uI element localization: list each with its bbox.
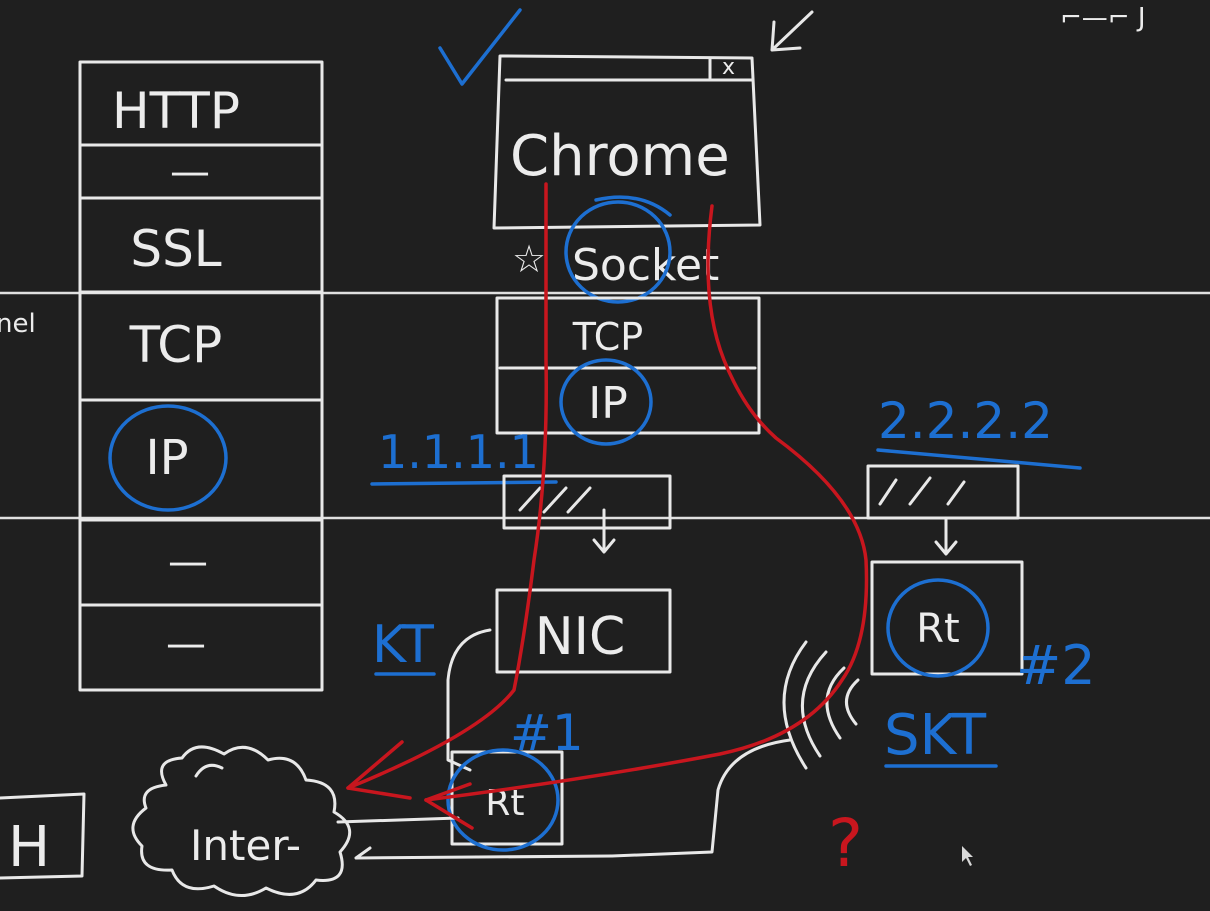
internet-link [336,816,614,860]
host2-router-circle [886,578,990,678]
host2-isp-label: SKT [884,703,987,768]
host2-router-label: Rt [916,606,959,652]
host1-nic-box [495,588,672,674]
stack-layer-http: HTTP [112,82,240,140]
internet-cloud: Inter- [131,745,614,897]
host1-router-circle [446,748,560,852]
chrome-title: Chrome [510,124,730,189]
host1-ip-slot [502,474,672,530]
stack-layer-blank-3: — [166,621,206,667]
arrow-pointer-icon [770,10,814,52]
red-path-chrome-to-internet [346,182,548,790]
browser-host: x Chrome ☆ Socket TCP IP [438,8,814,446]
host2-ip-slot [866,464,1020,520]
checkmark-icon [438,8,522,86]
bottom-left-fragment: H [8,815,50,880]
stack-layer-ssl: SSL [130,220,221,278]
packet-paths: ? [346,182,869,882]
host1-cable [446,628,492,772]
stack-layer-blank-2: — [168,539,208,585]
host2-down-arrow-icon [934,518,958,556]
left-edge-fragment: nel [0,309,36,339]
host1-isp-label: KT [372,615,434,675]
host2-router-number: #2 [1016,634,1096,697]
socket-circle [564,200,672,304]
chrome-close-icon: x [722,55,735,80]
question-mark: ? [828,805,863,882]
chrome-window [492,54,762,230]
host2-ip-address: 2.2.2.2 [878,392,1053,450]
host1-nic-label: NIC [535,607,626,667]
socket-label: Socket [572,240,719,291]
stack-layer-blank-1: — [170,149,210,195]
protocol-stack: HTTP — SSL TCP IP — — [78,60,324,692]
host1-router-number: #1 [510,704,584,762]
os-stack-tcp: TCP [572,315,643,359]
red-arrowhead-router1 [424,782,474,830]
bottom-left-box [0,792,86,880]
stack-ip-circle [108,404,228,512]
host1: 1.1.1.1 NIC KT Rt #1 [370,425,672,852]
os-stack-ip: IP [588,378,628,429]
stack-layer-ip: IP [145,430,188,486]
red-path-chrome-to-router1 [424,204,869,802]
mouse-cursor-icon [962,846,973,866]
host1-ip-address: 1.1.1.1 [378,425,539,479]
host2-cable [610,738,792,858]
socket-star-icon: ☆ [512,237,546,281]
red-arrowhead-internet [346,740,412,800]
os-ip-circle [559,358,653,446]
top-right-fragment: ⌐—⌐ J [1060,3,1146,33]
internet-label: Inter- [190,821,301,870]
os-stack-box [495,296,761,435]
host2: 2.2.2.2 Rt #2 SKT [610,392,1096,858]
host1-down-arrow-icon [592,508,616,554]
stack-layer-tcp: TCP [129,316,223,374]
